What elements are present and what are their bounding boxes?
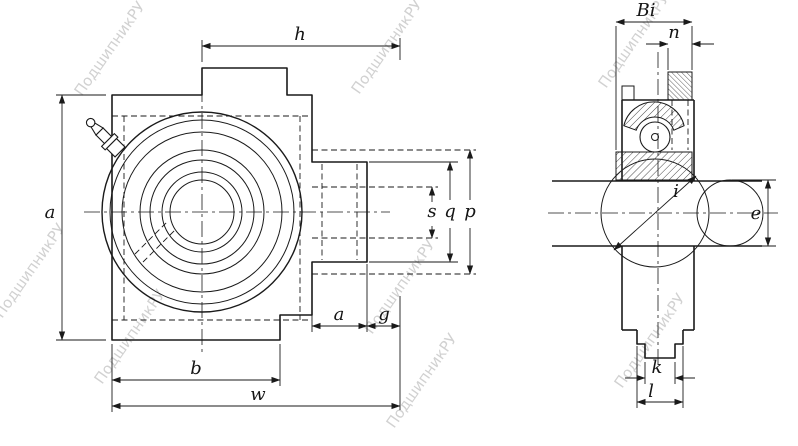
dim-bi: Bi — [615, 0, 693, 150]
center-lines — [84, 86, 390, 354]
dim-k: k — [625, 357, 695, 384]
bearing-section — [615, 71, 693, 181]
watermark-text: ПодшипникРУ — [595, 0, 673, 91]
setscrew-hidden-line — [134, 221, 168, 255]
dim-w: w — [111, 384, 401, 410]
dim-label-s: s — [427, 201, 436, 222]
ball-icon — [639, 121, 671, 153]
watermark-layer: ПодшипникРУ ПодшипникРУ ПодшипникРУ Подш… — [0, 0, 689, 431]
ball-center — [651, 133, 659, 141]
outer-ring-section — [623, 101, 685, 131]
side-dimensions: Bi n i e — [613, 0, 776, 408]
diameter-line — [613, 175, 697, 251]
dim-label-w: w — [250, 384, 266, 405]
watermark-text: ПодшипникРУ — [0, 220, 69, 321]
dim-label-a-slot: a — [334, 304, 345, 325]
dim-n: n — [646, 22, 714, 70]
dim-label-e: e — [751, 203, 762, 224]
bottom-tab — [636, 330, 684, 359]
dim-label-g: g — [378, 304, 390, 325]
dim-a-height: a — [45, 94, 106, 341]
dim-g: g — [366, 296, 401, 410]
dim-a-slot: a — [311, 264, 368, 332]
watermark-text: ПодшипникРУ — [348, 0, 426, 97]
dim-label-b: b — [190, 358, 202, 379]
dim-l: l — [636, 346, 684, 408]
housing-step — [621, 85, 635, 100]
dim-label-bi: Bi — [636, 0, 656, 21]
dim-label-n: n — [668, 22, 680, 43]
dim-label-a: a — [45, 202, 56, 223]
watermark-text: ПодшипникРУ — [71, 0, 149, 99]
dim-s: s — [427, 186, 437, 239]
side-view: Bi n i e — [548, 0, 778, 408]
dim-p: p — [464, 149, 476, 275]
dim-i: i — [613, 175, 697, 251]
grease-fitting-ball — [85, 117, 96, 128]
dim-label-h: h — [294, 24, 306, 45]
dim-label-p: p — [464, 201, 476, 222]
watermark-text: ПодшипникРУ — [383, 330, 461, 431]
setscrew-hidden-line — [142, 229, 176, 263]
dim-label-k: k — [652, 357, 663, 378]
dim-e: e — [732, 179, 776, 247]
dim-q: q — [369, 161, 458, 263]
front-view: h a s q — [45, 24, 476, 412]
shaft — [552, 180, 762, 247]
setscrew-collar-section — [667, 71, 693, 101]
front-dimensions: h a s q — [45, 24, 476, 412]
dim-label-q: q — [444, 201, 456, 222]
dim-label-i: i — [673, 181, 679, 202]
dim-h: h — [201, 24, 401, 62]
inner-ring-section — [615, 151, 693, 181]
grease-fitting-icon — [85, 117, 126, 158]
dim-label-l: l — [648, 381, 654, 402]
dim-b: b — [111, 344, 281, 412]
